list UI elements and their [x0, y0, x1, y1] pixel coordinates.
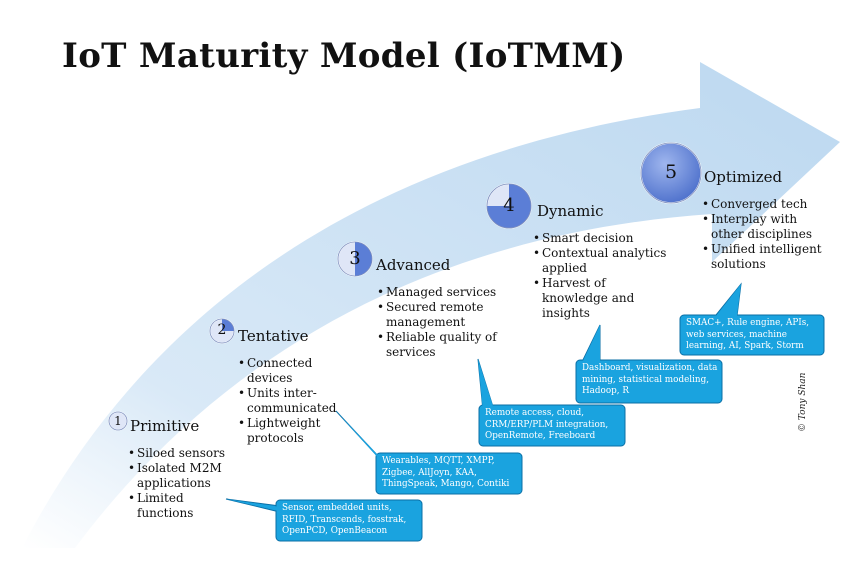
callout-pointer-fill	[580, 325, 600, 387]
maturity-level-icon	[337, 241, 373, 277]
callout-pointer-fill	[712, 284, 741, 339]
stage-bullet-list: Smart decisionContextual analytics appli…	[533, 231, 671, 321]
stage-label: Tentative	[238, 327, 309, 345]
callout-box	[275, 499, 423, 542]
maturity-level-number: 3	[349, 247, 361, 269]
stage-bullet-list: Connected devicesUnits inter-communicate…	[238, 356, 354, 446]
maturity-level-number: 1	[114, 413, 122, 428]
author-credit: © Tony Shan	[798, 372, 808, 432]
maturity-level-number: 2	[217, 322, 227, 339]
callout-box	[478, 404, 626, 447]
stage-label: Primitive	[130, 417, 200, 435]
stage-bullet: Managed services	[377, 285, 501, 300]
stage-bullet-list: Managed servicesSecured remote managemen…	[377, 285, 501, 360]
maturity-level-icon	[640, 142, 702, 204]
callout-text: SMAC+, Rule engine, APIs, web services, …	[686, 318, 810, 351]
stage-bullet: Reliable quality of services	[377, 330, 501, 360]
stage-bullet: Smart decision	[533, 231, 671, 246]
stage-bullet: Converged tech	[702, 197, 828, 212]
maturity-level-number: 5	[664, 161, 678, 184]
stage-bullet: Connected devices	[238, 356, 354, 386]
page-title: IoT Maturity Model (IoTMM)	[62, 36, 626, 76]
stage-bullet: Isolated M2M applications	[128, 461, 240, 491]
callout-pointer-fill	[226, 499, 292, 514]
stage-label: Dynamic	[537, 202, 604, 220]
maturity-level-icon	[486, 183, 532, 229]
callout-text: Wearables, MQTT, XMPP, Zigbee, AllJoyn, …	[382, 456, 510, 489]
maturity-level-icon	[108, 411, 128, 431]
stage-bullet: Contextual analytics applied	[533, 246, 671, 276]
stage-bullet: Siloed sensors	[128, 446, 240, 461]
callout-text: Remote access, cloud, CRM/ERP/PLM integr…	[485, 408, 609, 441]
maturity-level-number: 4	[503, 194, 515, 216]
stage-label: Optimized	[704, 168, 783, 186]
stage-bullet: Interplay with other disciplines	[702, 212, 828, 242]
stage-bullet: Unified intelligent solutions	[702, 242, 828, 272]
stage-bullet-list: Converged techInterplay with other disci…	[702, 197, 828, 272]
callout-pointer-fill	[478, 359, 499, 425]
callout-box	[679, 314, 825, 356]
stage-bullet-list: Siloed sensorsIsolated M2M applicationsL…	[128, 446, 240, 521]
stage-bullet: Secured remote management	[377, 300, 501, 330]
maturity-level-icon	[209, 318, 235, 344]
stage-label: Advanced	[376, 256, 451, 274]
stage-bullet: Limited functions	[128, 491, 240, 521]
callout-box	[575, 359, 723, 404]
stage-bullet: Units inter-communicated	[238, 386, 354, 416]
callout-text: Dashboard, visualization, data mining, s…	[582, 363, 718, 396]
maturity-arrow	[22, 62, 840, 548]
stage-bullet: Harvest of knowledge and insights	[533, 276, 671, 321]
callout-box	[375, 452, 523, 495]
stage-bullet: Lightweight protocols	[238, 416, 354, 446]
callout-text: Sensor, embedded units, RFID, Transcends…	[282, 503, 407, 536]
